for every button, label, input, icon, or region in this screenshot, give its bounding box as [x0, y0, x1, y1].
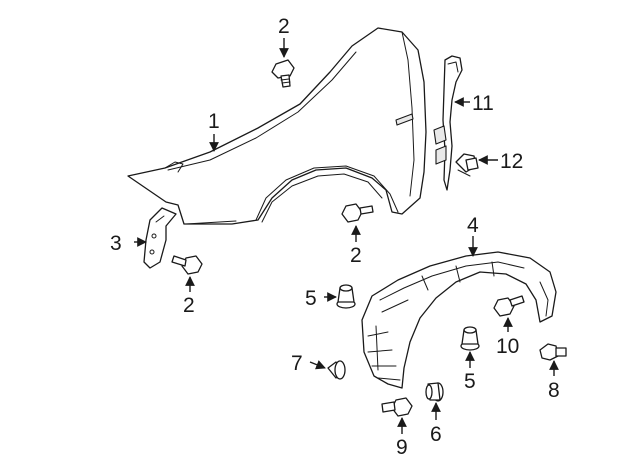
bolt-top: [271, 59, 295, 88]
leader-lines: [134, 38, 559, 434]
callout-11: 11: [472, 92, 494, 115]
clip-8: [539, 343, 567, 361]
bolt-bottom-left: [171, 255, 203, 275]
bolt-wheel-arch: [341, 203, 374, 223]
callout-3: 3: [110, 232, 122, 255]
clip-5-right: [460, 326, 480, 351]
callout-2-wheel-arch: 2: [350, 244, 362, 267]
callout-5-right: 5: [464, 370, 476, 393]
callout-6: 6: [430, 423, 442, 446]
clip-6: [425, 382, 444, 402]
clip-5-left: [336, 284, 356, 309]
clip-12: [455, 153, 479, 177]
wheel-liner-part: [361, 251, 557, 389]
fender-part: [127, 27, 427, 225]
callout-1: 1: [208, 110, 220, 133]
bracket-part: [143, 207, 177, 269]
bolt-9: [381, 397, 413, 417]
bolt-10: [493, 295, 525, 317]
callout-8: 8: [548, 379, 560, 402]
callout-10: 10: [496, 335, 519, 358]
callout-7: 7: [291, 352, 303, 375]
seal-strip-part: [433, 55, 463, 191]
callout-2-bottom-left: 2: [183, 294, 195, 317]
clip-7: [327, 360, 346, 380]
callout-4: 4: [467, 214, 479, 237]
callout-12: 12: [500, 150, 523, 173]
callout-2-top: 2: [278, 15, 290, 38]
callout-9: 9: [396, 436, 408, 459]
callout-5-left: 5: [305, 287, 317, 310]
